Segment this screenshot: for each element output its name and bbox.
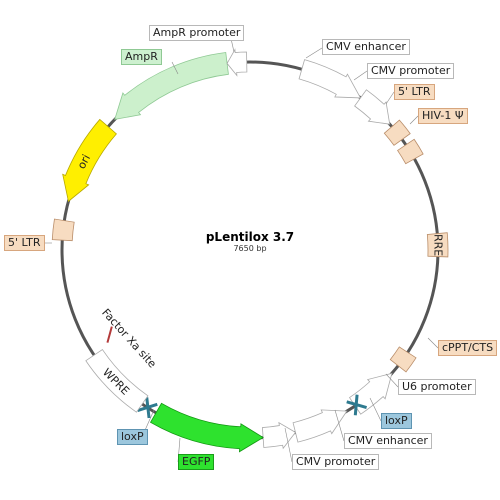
leader-line-7 xyxy=(385,373,399,388)
leader-line-4 xyxy=(385,91,395,105)
label-5-ltr-right[interactable]: 5' LTR xyxy=(394,84,435,100)
leader-line-3 xyxy=(353,70,368,81)
feature-cmv-enhancer-1 xyxy=(298,59,362,99)
label-cmv-promoter-2[interactable]: CMV promoter xyxy=(292,454,380,470)
label-5-ltr-left[interactable]: 5' LTR xyxy=(4,235,45,251)
feature-5-ltr-1 xyxy=(383,119,411,146)
leader-line-8 xyxy=(369,397,382,422)
leader-line-10 xyxy=(284,427,293,463)
leader-line-9 xyxy=(334,409,345,442)
feature-loxp-2 xyxy=(137,397,158,419)
label-hiv-1-psi[interactable]: HIV-1 Ψ xyxy=(418,108,468,124)
label-ori: ori xyxy=(75,152,93,171)
plasmid-length: 7650 bp xyxy=(233,244,267,253)
label-ampr-promoter[interactable]: AmpR promoter xyxy=(149,25,245,41)
feature-ampr xyxy=(114,52,229,120)
label-u6-promoter[interactable]: U6 promoter xyxy=(398,379,476,395)
feature-factor-xa-site xyxy=(106,326,113,343)
feature-ampr-promoter xyxy=(226,48,248,77)
feature-ori xyxy=(62,118,117,203)
feature-cppt-cts xyxy=(389,346,417,373)
label-cmv-enhancer-2[interactable]: CMV enhancer xyxy=(344,433,432,449)
leader-line-1 xyxy=(171,61,179,75)
feature-egfp xyxy=(149,402,264,453)
plasmid-name: pLentilox 3.7 xyxy=(205,230,295,244)
feature-5-ltr-2 xyxy=(51,218,75,242)
label-loxp-1[interactable]: loxP xyxy=(381,413,412,429)
label-egfp[interactable]: EGFP xyxy=(178,454,215,470)
leader-line-5 xyxy=(409,115,419,125)
feature-cmv-enhancer-2 xyxy=(292,409,348,443)
label-loxp-2[interactable]: loxP xyxy=(117,429,148,445)
feature-rre xyxy=(426,232,449,258)
label-cmv-promoter-1[interactable]: CMV promoter xyxy=(367,63,455,79)
plasmid-title: pLentilox 3.7 7650 bp xyxy=(206,230,294,254)
feature-cmv-promoter-2 xyxy=(261,421,297,450)
feature-hiv-1-psi xyxy=(397,138,424,165)
feature-wpre xyxy=(85,348,149,413)
label-rre: RRE xyxy=(431,234,444,256)
leader-line-6 xyxy=(427,337,439,349)
label-ampr[interactable]: AmpR xyxy=(121,49,162,65)
feature-cmv-promoter-1 xyxy=(354,89,391,125)
leader-line-2 xyxy=(305,47,323,59)
feature-loxp-1 xyxy=(346,394,368,416)
label-cmv-enhancer-1[interactable]: CMV enhancer xyxy=(322,39,410,55)
label-cppt-cts[interactable]: cPPT/CTS xyxy=(438,340,498,356)
